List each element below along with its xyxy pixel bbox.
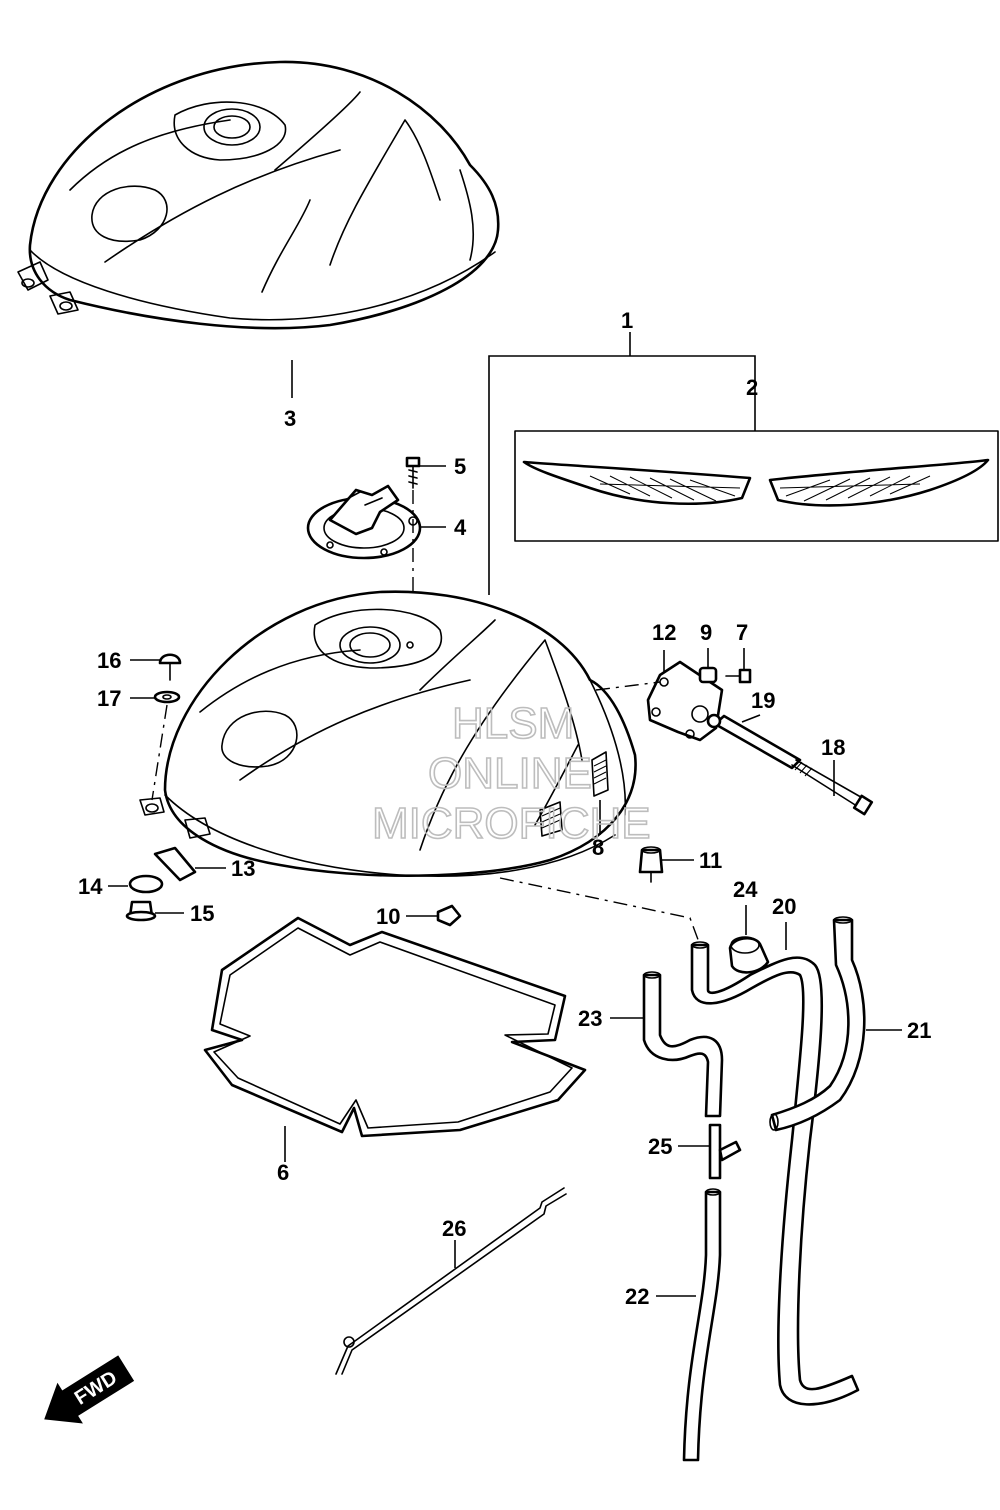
callout-23: 23	[578, 1006, 602, 1031]
callout-9: 9	[700, 620, 712, 645]
watermark-line-3: MICROFICHE	[372, 799, 651, 848]
callout-labels: 1 2 3 4 5 6 7 8 9 10 11 12 13 14 15 16 1…	[78, 308, 931, 1309]
callout-12: 12	[652, 620, 676, 645]
callout-17: 17	[97, 686, 121, 711]
leader-vent-line	[499, 877, 701, 946]
fwd-arrow-icon	[44, 1355, 135, 1424]
seal-part-6[interactable]	[203, 916, 587, 1162]
joint-part-25[interactable]	[678, 1123, 742, 1180]
callout-4: 4	[454, 515, 467, 540]
callout-2: 2	[746, 375, 758, 400]
callout-19: 19	[751, 688, 775, 713]
rod-part-26[interactable]	[335, 1187, 567, 1375]
spacer-part-19[interactable]	[706, 713, 802, 770]
callout-11: 11	[699, 848, 722, 873]
hose-part-21[interactable]	[769, 916, 902, 1132]
tank-cover-part-3[interactable]	[17, 60, 500, 330]
screw-part-16[interactable]	[130, 653, 182, 681]
hose-part-20[interactable]	[690, 922, 860, 1406]
fwd-direction-arrow: FWD	[44, 1355, 135, 1424]
cushion-part-14[interactable]	[108, 874, 164, 894]
bolt-part-7[interactable]	[725, 648, 752, 684]
callout-14: 14	[78, 874, 103, 899]
callout-6: 6	[277, 1160, 289, 1185]
fuel-tank[interactable]	[139, 590, 637, 877]
callout-25: 25	[648, 1134, 672, 1159]
callout-3: 3	[284, 406, 296, 431]
clamp-part-10[interactable]	[406, 904, 462, 927]
callout-24: 24	[733, 877, 758, 902]
callout-22: 22	[625, 1284, 649, 1309]
callout-1: 1	[621, 308, 633, 333]
collar-part-24[interactable]	[728, 905, 770, 974]
callout-21: 21	[907, 1018, 931, 1043]
hose-part-22[interactable]	[656, 1188, 722, 1462]
grommet-part-8[interactable]	[539, 751, 609, 837]
callout-18: 18	[821, 735, 845, 760]
washer-part-17[interactable]	[130, 690, 181, 801]
callout-26: 26	[442, 1216, 466, 1241]
callout-16: 16	[97, 648, 121, 673]
bracket-part-1	[488, 332, 756, 595]
watermark-line-1: HLSM	[452, 699, 574, 748]
callout-15: 15	[190, 901, 214, 926]
damper-part-11[interactable]	[638, 846, 694, 883]
hose-part-23[interactable]	[610, 971, 724, 1118]
watermark: HLSM ONLINE MICROFICHE	[371, 698, 651, 849]
nut-part-9[interactable]	[698, 648, 718, 684]
collar-part-15[interactable]	[125, 900, 184, 922]
callout-7: 7	[736, 620, 748, 645]
callout-13: 13	[231, 856, 255, 881]
bolt-part-18[interactable]	[791, 759, 874, 816]
watermark-line-2: ONLINE	[428, 749, 592, 798]
callout-20: 20	[772, 894, 796, 919]
cushion-part-13[interactable]	[153, 846, 226, 882]
decal-set-part-2[interactable]	[514, 430, 999, 542]
screw-part-5[interactable]	[405, 456, 446, 489]
callout-10: 10	[376, 904, 400, 929]
callout-8: 8	[592, 835, 604, 860]
callout-5: 5	[454, 454, 466, 479]
